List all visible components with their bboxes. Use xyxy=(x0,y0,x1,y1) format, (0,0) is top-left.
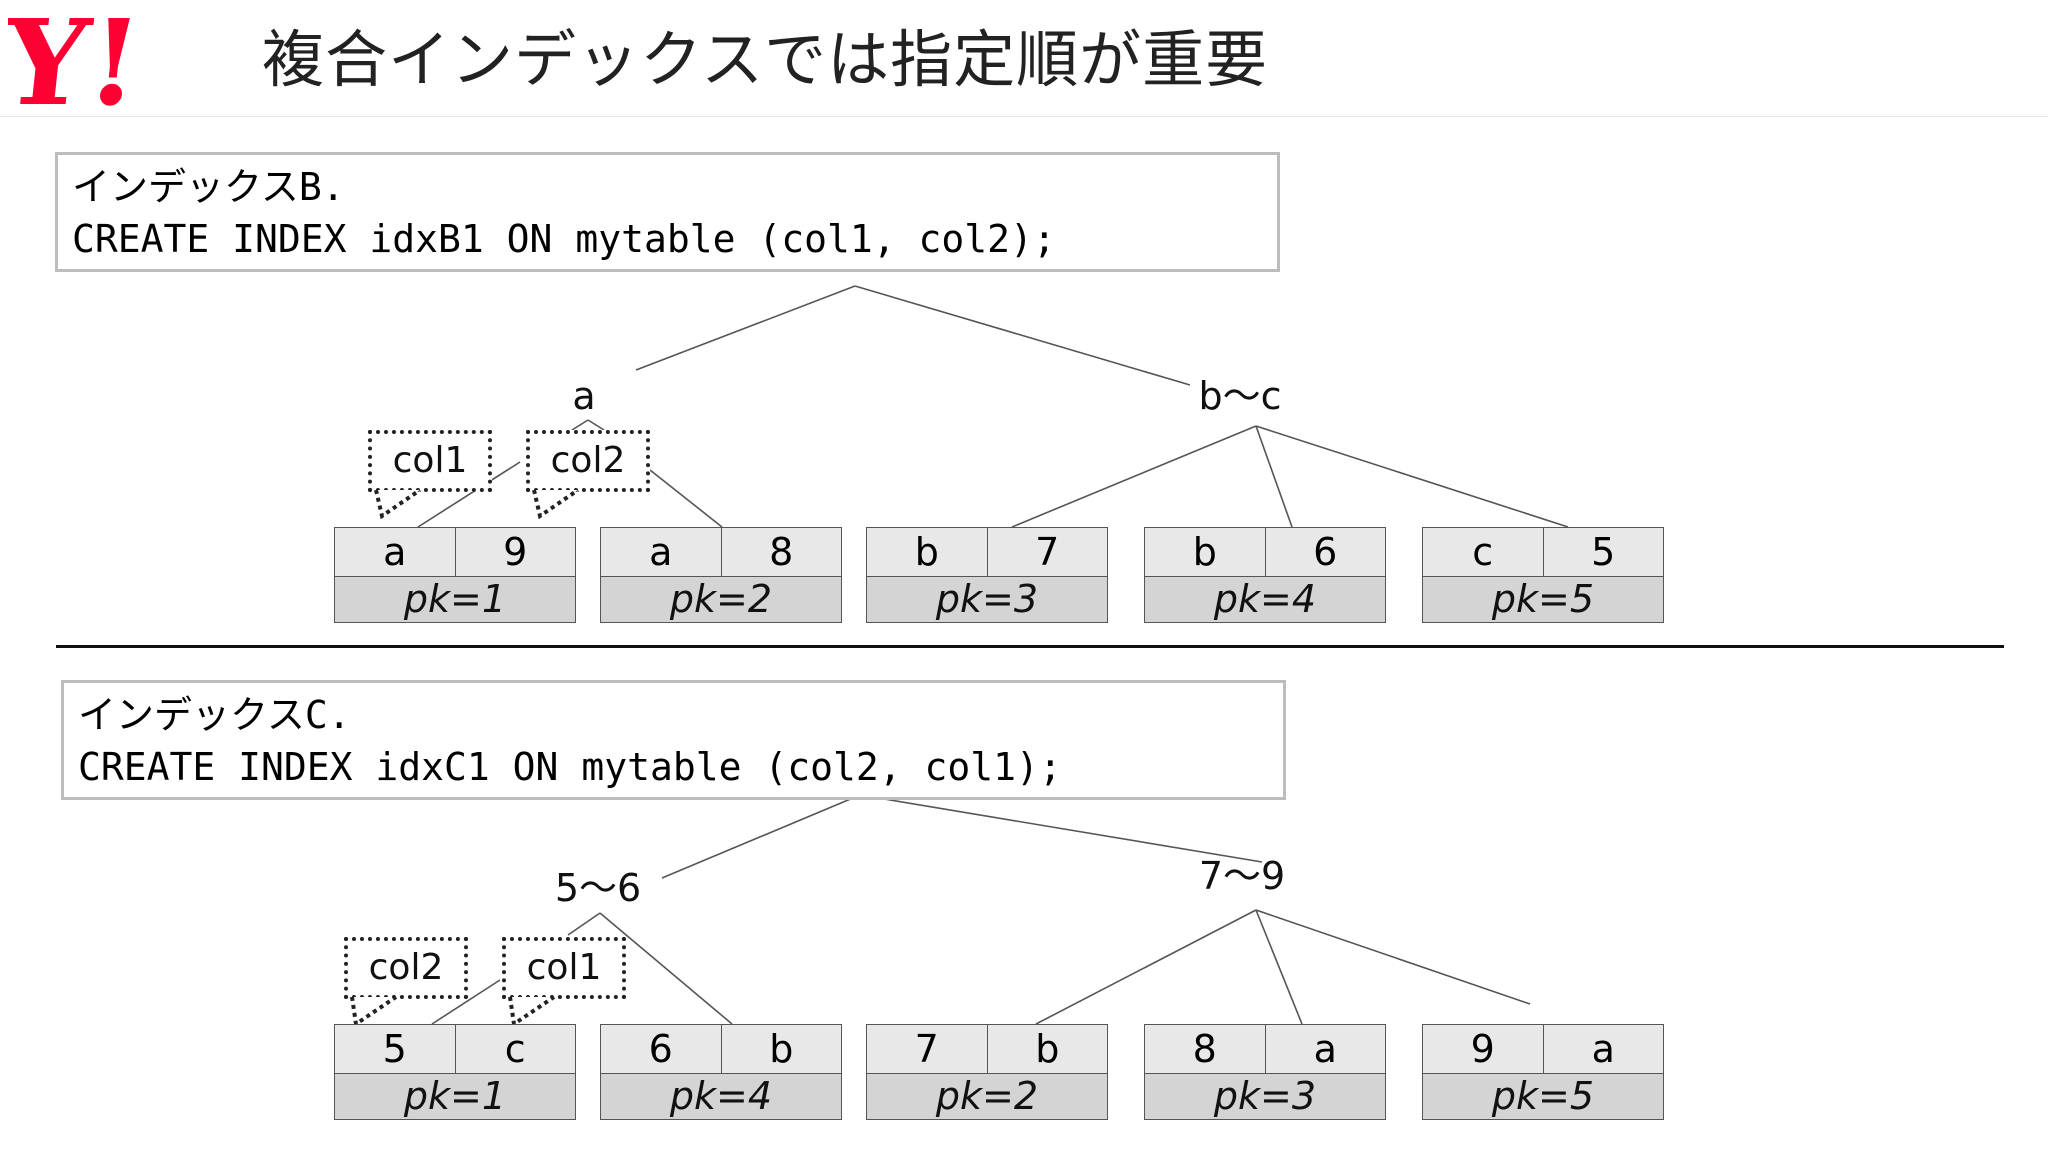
leaf-key2: 5 xyxy=(1542,528,1664,576)
leaf-pk: pk=2 xyxy=(867,1074,1107,1119)
leaf-key2: a xyxy=(1542,1025,1664,1073)
leaf-b-3: b 7 pk=3 xyxy=(866,527,1108,623)
leaf-pk: pk=3 xyxy=(1145,1074,1385,1119)
branch-label-b-left: a xyxy=(572,374,596,418)
leaf-c-4: 8 a pk=3 xyxy=(1144,1024,1386,1120)
leaf-key1: 5 xyxy=(382,1027,407,1071)
leaf-pk: pk=4 xyxy=(601,1074,841,1119)
callout-b-col2: col2 xyxy=(526,430,650,492)
leaf-b-2: a 8 pk=2 xyxy=(600,527,842,623)
leaf-pk: pk=5 xyxy=(1423,1074,1663,1119)
leaf-pk: pk=5 xyxy=(1423,577,1663,622)
leaf-b-1: a 9 pk=1 xyxy=(334,527,576,623)
leaf-key2: b xyxy=(986,1025,1108,1073)
slide-title: 複合インデックスでは指定順が重要 xyxy=(262,23,1269,96)
callout-c-col2: col2 xyxy=(344,937,468,999)
leaf-c-5: 9 a pk=5 xyxy=(1422,1024,1664,1120)
branch-label-c-right: 7～9 xyxy=(1198,854,1286,898)
leaf-pk: pk=1 xyxy=(335,577,575,622)
slide-header: Y! 複合インデックスでは指定順が重要 xyxy=(0,0,2048,117)
section-divider xyxy=(56,645,2004,648)
leaf-key2: 7 xyxy=(986,528,1108,576)
leaf-b-4: b 6 pk=4 xyxy=(1144,527,1386,623)
index-b-sql: CREATE INDEX idxB1 ON mytable (col1, col… xyxy=(72,217,1056,261)
index-c-sql: CREATE INDEX idxC1 ON mytable (col2, col… xyxy=(78,745,1062,789)
index-b-heading: インデックスB. xyxy=(72,165,345,209)
leaf-c-2: 6 b pk=4 xyxy=(600,1024,842,1120)
yahoo-logo: Y! xyxy=(8,8,148,112)
callout-b-col1: col1 xyxy=(368,430,492,492)
leaf-pk: pk=4 xyxy=(1145,577,1385,622)
leaf-c-3: 7 b pk=2 xyxy=(866,1024,1108,1120)
leaf-pk: pk=3 xyxy=(867,577,1107,622)
leaf-key1: a xyxy=(383,530,407,574)
leaf-key1: b xyxy=(914,530,939,574)
leaf-key2: a xyxy=(1264,1025,1386,1073)
leaf-key1: a xyxy=(649,530,673,574)
callout-c-col1: col1 xyxy=(502,937,626,999)
leaf-b-5: c 5 pk=5 xyxy=(1422,527,1664,623)
leaf-key2: c xyxy=(454,1025,576,1073)
leaf-key2: 9 xyxy=(454,528,576,576)
leaf-pk: pk=1 xyxy=(335,1074,575,1119)
svg-text:Y!: Y! xyxy=(8,8,148,112)
leaf-key1: 6 xyxy=(648,1027,673,1071)
branch-label-c-left: 5～6 xyxy=(554,866,642,910)
leaf-key2: 8 xyxy=(720,528,842,576)
index-c-heading: インデックスC. xyxy=(78,693,351,737)
leaf-c-1: 5 c pk=1 xyxy=(334,1024,576,1120)
leaf-key1: 9 xyxy=(1470,1027,1495,1071)
index-b-definition-box: インデックスB. CREATE INDEX idxB1 ON mytable (… xyxy=(55,152,1280,272)
leaf-pk: pk=2 xyxy=(601,577,841,622)
leaf-key2: 6 xyxy=(1264,528,1386,576)
leaf-key1: b xyxy=(1192,530,1217,574)
leaf-key1: c xyxy=(1472,530,1494,574)
leaf-key1: 8 xyxy=(1192,1027,1217,1071)
leaf-key2: b xyxy=(720,1025,842,1073)
branch-label-b-right: b～c xyxy=(1198,374,1282,418)
index-c-definition-box: インデックスC. CREATE INDEX idxC1 ON mytable (… xyxy=(61,680,1286,800)
leaf-key1: 7 xyxy=(914,1027,939,1071)
